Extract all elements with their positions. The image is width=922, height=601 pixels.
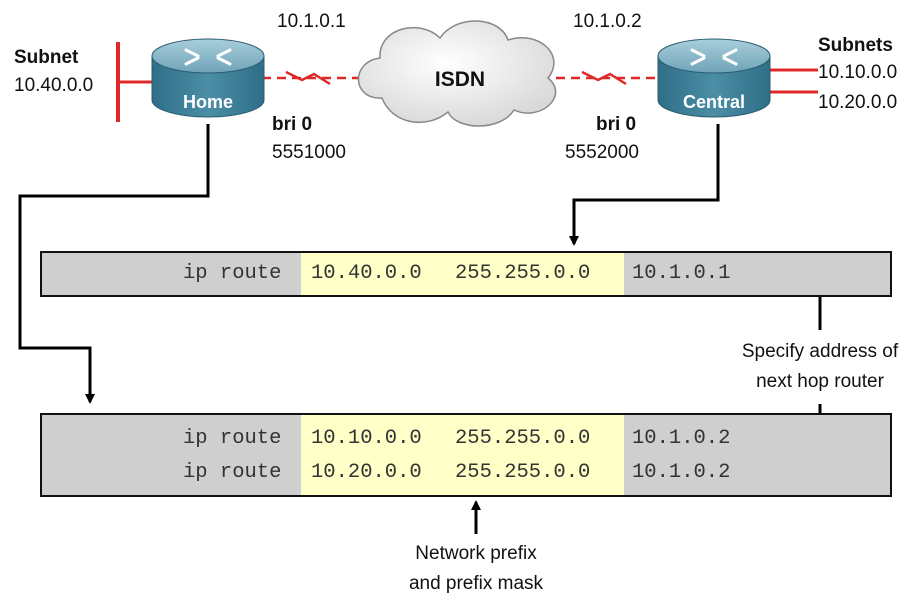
next-hop-annotation-line-1: Specify address of	[741, 341, 899, 362]
next-hop-annotation-line-2: next hop router	[756, 371, 884, 392]
central-interface-label: bri 0	[596, 114, 637, 135]
central-subnet-2: 10.20.0.0	[818, 92, 898, 113]
central-route-command: ip route	[183, 262, 282, 285]
home-router-name: Home	[183, 92, 233, 112]
central-phone-label: 5552000	[565, 142, 639, 163]
home-ip-label: 10.1.0.1	[277, 11, 346, 32]
home-config-connector	[18, 124, 210, 404]
central-ip-label: 10.1.0.2	[573, 11, 642, 32]
central-router-icon: Central	[657, 38, 771, 118]
home-subnet-title: Subnet	[14, 47, 79, 68]
central-route-prefix: 10.40.0.0	[311, 262, 422, 285]
home-interface-label: bri 0	[272, 114, 313, 135]
home-route-1-mask: 255.255.0.0	[455, 427, 591, 450]
isdn-link-home	[262, 70, 362, 86]
home-route-2-mask: 255.255.0.0	[455, 461, 591, 484]
home-subnet-segment	[116, 42, 152, 122]
isdn-label: ISDN	[435, 68, 485, 91]
central-subnet-1: 10.10.0.0	[818, 62, 898, 83]
isdn-link-central	[556, 70, 658, 86]
isdn-cloud: ISDN	[357, 20, 557, 127]
central-route-mask: 255.255.0.0	[455, 262, 591, 285]
central-router-name: Central	[683, 92, 745, 112]
central-route-next-hop: 10.1.0.1	[632, 262, 731, 285]
home-phone-label: 5551000	[272, 142, 346, 163]
home-router-icon: Home	[151, 38, 265, 118]
home-route-1-command: ip route	[183, 427, 282, 450]
home-route-2-prefix: 10.20.0.0	[311, 461, 422, 484]
home-route-1-prefix: 10.10.0.0	[311, 427, 422, 450]
central-subnets-title: Subnets	[818, 35, 893, 56]
home-route-2-command: ip route	[183, 461, 282, 484]
home-route-1-next-hop: 10.1.0.2	[632, 427, 731, 450]
home-route-2-next-hop: 10.1.0.2	[632, 461, 731, 484]
central-config-connector	[569, 124, 720, 246]
home-subnet-address: 10.40.0.0	[14, 75, 94, 96]
prefix-annotation-line-2: and prefix mask	[408, 573, 544, 594]
prefix-annotation-line-1: Network prefix	[415, 543, 537, 564]
home-prefix-highlight	[301, 415, 624, 495]
central-prefix-highlight	[301, 253, 624, 295]
